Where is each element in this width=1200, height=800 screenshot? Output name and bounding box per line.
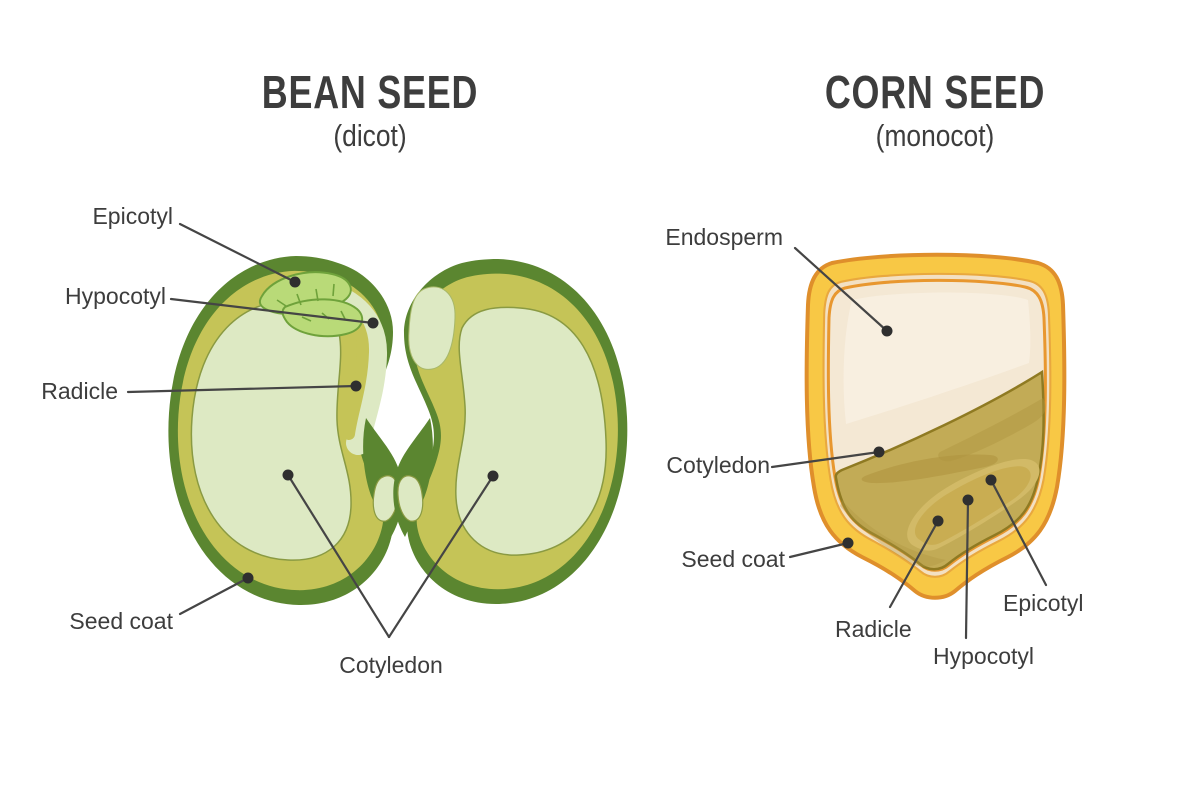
bean-title-block: BEAN SEED (dicot)	[220, 68, 520, 154]
bean-cotyledon-line-left	[286, 473, 391, 639]
corn-epicotyl-line	[989, 478, 1048, 587]
leader-dots	[242, 276, 997, 584]
bean-label-seed-coat: Seed coat	[69, 608, 173, 634]
corn-radicle-line	[888, 519, 940, 609]
bean-title: BEAN SEED	[261, 66, 479, 118]
corn-seed-coat-dot	[842, 537, 854, 549]
bean-cotyledon-dot-right	[487, 470, 499, 482]
corn-label-seed-coat: Seed coat	[681, 546, 785, 572]
corn-cotyledon-streak-1	[861, 454, 998, 484]
corn-cotyledon-line	[770, 450, 881, 469]
bean-label-hypocotyl: Hypocotyl	[65, 283, 166, 309]
corn-endosperm-line	[793, 246, 889, 333]
corn-radicle-dot	[932, 515, 944, 527]
corn-hypocotyl-line	[964, 498, 970, 640]
corn-seed-illustration	[804, 252, 1067, 600]
corn-cotyledon-dot	[873, 446, 885, 458]
corn-subtitle: (monocot)	[875, 118, 995, 153]
corn-title: CORN SEED	[824, 66, 1046, 118]
bean-epicotyl-leaves	[258, 271, 364, 338]
bean-epicotyl-line	[178, 222, 297, 284]
bean-subtitle: (dicot)	[333, 118, 407, 153]
bean-label-radicle: Radicle	[41, 378, 118, 404]
bean-seed-coat-dot	[242, 572, 254, 584]
corn-label-endosperm: Endosperm	[665, 224, 783, 250]
bean-seed-illustration	[168, 256, 628, 606]
bean-hypocotyl-dot	[367, 317, 379, 329]
bean-label-cotyledon: Cotyledon	[339, 652, 443, 678]
corn-label-epicotyl: Epicotyl	[1003, 590, 1084, 616]
bean-right-pale-blob	[408, 286, 456, 370]
corn-epicotyl-dot	[985, 474, 997, 486]
bean-left-cotyledon-shape	[190, 300, 352, 561]
corn-endosperm-highlight	[843, 292, 1031, 424]
bean-epicotyl-dot	[289, 276, 301, 288]
corn-cotyledon-streak-2	[938, 398, 1046, 462]
bean-radicle-hook-right	[397, 475, 424, 522]
corn-embryo-shape	[914, 466, 1031, 545]
bean-label-epicotyl: Epicotyl	[92, 203, 173, 229]
corn-hypocotyl-dot	[962, 494, 974, 506]
bean-cotyledon-dot-left	[282, 469, 294, 481]
corn-cotyledon-bottom-shade	[840, 500, 946, 567]
corn-label-radicle: Radicle	[835, 616, 912, 642]
bean-seed-coat-line	[178, 576, 250, 616]
corn-label-hypocotyl: Hypocotyl	[933, 643, 1034, 669]
bean-cotyledon-line-right	[387, 474, 495, 639]
bean-right-cotyledon-shape	[455, 306, 607, 556]
leader-lines	[126, 222, 1048, 640]
corn-seed-coat-line	[788, 541, 850, 559]
bean-radicle-line	[126, 384, 358, 394]
corn-endosperm-dot	[881, 325, 893, 337]
corn-title-block: CORN SEED (monocot)	[780, 68, 1090, 154]
corn-label-cotyledon: Cotyledon	[666, 452, 770, 478]
bean-radicle-dot	[350, 380, 362, 392]
bean-hypocotyl-line	[169, 297, 375, 325]
